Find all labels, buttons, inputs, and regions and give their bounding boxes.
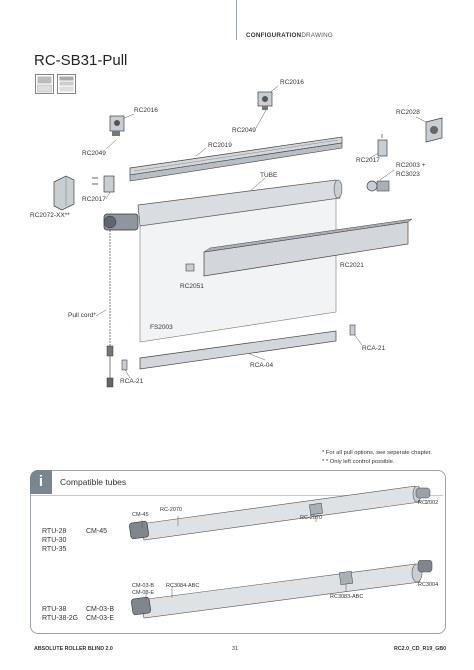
rc2017-left-bracket (92, 175, 115, 193)
label-rc2017-left: RC2017 (82, 196, 106, 203)
tube-item: RTU-28 (42, 528, 67, 535)
motor-item: CM-03-B (86, 606, 115, 613)
rca21-left-cap (121, 359, 128, 371)
label-rc2017-right: RC2017 (356, 157, 380, 164)
label-rc2003: RC2003 + (396, 162, 426, 169)
info-icon: i (30, 470, 52, 494)
tube-item: RTU-38 (42, 606, 67, 613)
tube-item: RTU-30 (42, 537, 67, 544)
rc2017-right-bracket (377, 134, 388, 157)
rc2051-clip (185, 263, 195, 272)
compatible-tubes-title: Compatible tubes (60, 477, 127, 487)
rc2016-top-bracket (257, 91, 273, 110)
label-rc2021: RC2021 (340, 262, 364, 269)
tube-motor-2: CM-03-B CM-03-E (86, 605, 114, 623)
label-cm03b: CM-03-B (132, 583, 155, 589)
page-title: RC-SB31-Pull (34, 52, 128, 69)
label-cm45: CM-45 (132, 512, 149, 518)
double-blind-icon (57, 74, 76, 94)
label-rc3004: RC3004 (418, 582, 439, 588)
label-rca21-left: RCA-21 (120, 378, 144, 385)
footer-doc-code: RC2.0_CD_R19_GB0 (394, 646, 447, 652)
single-blind-icon (35, 74, 54, 94)
label-rc2049-top: RC2049 (232, 127, 256, 134)
compatible-tubes-header (31, 471, 443, 496)
label-rc2072: RC2072-XX** (30, 212, 70, 219)
rc2003-idler-plug (366, 180, 390, 192)
note-pull-options: * For all pull options, see seperate cha… (322, 450, 432, 456)
rc2002-cap (415, 487, 431, 499)
label-rc2028: RC2028 (396, 109, 420, 116)
label-rc3023: RC3023 (396, 171, 420, 178)
label-rc2051: RC2051 (180, 283, 204, 290)
section-header: CONFIGURATIONDRAWING (246, 32, 333, 39)
tube-list-1: RTU-28 RTU-30 RTU-35 (42, 527, 66, 554)
rca04-bottom-bar (139, 330, 337, 370)
tube-drawing-1 (129, 486, 431, 541)
blind-type-icons (35, 74, 76, 94)
rc2019-headrail (129, 136, 343, 182)
label-cm03e: CM-03-E (132, 590, 155, 596)
label-pull-cord: Pull cord* (68, 312, 96, 319)
label-rc2016-top: RC2016 (280, 79, 304, 86)
pull-cord (106, 230, 114, 388)
subsection-name: DRAWING (301, 32, 333, 39)
label-rc2002: RC2002 (418, 500, 439, 506)
compatible-tubes-panel (30, 470, 446, 634)
label-rc2049-left: RC2049 (82, 150, 106, 157)
rc2072-end-cover (53, 175, 75, 211)
tube-item: RTU-35 (42, 546, 67, 553)
tube-motor-1: CM-45 (86, 528, 108, 535)
header-divider (236, 0, 237, 40)
label-rc2070-mid: RC-2070 (300, 515, 323, 521)
label-rc3083: RC3083-ABC (330, 594, 364, 600)
label-rca04: RCA-04 (250, 362, 274, 369)
label-rc2070-top: RC-2070 (160, 507, 183, 513)
footer-product: ABSOLUTE ROLLER BLIND 2.0 (34, 646, 113, 652)
label-rc3084: RC3084-ABC (166, 583, 200, 589)
label-rca21-right: RCA-21 (362, 345, 386, 352)
tube-list-2: RTU-38 RTU-38-2G (42, 605, 78, 623)
rc2016-left-bracket (109, 115, 125, 136)
section-name: CONFIGURATION (246, 32, 302, 39)
label-rc2016-left: RC2016 (134, 107, 158, 114)
tube-drawing-2 (131, 560, 433, 619)
rc2028-end-cap (425, 117, 443, 143)
rc3004-cap (417, 560, 433, 573)
note-left-control: * * Only left control possible. (322, 459, 395, 465)
tube-item: RTU-38-2G (42, 615, 79, 622)
label-fs2003: FS2003 (150, 324, 173, 331)
exploded-drawing (53, 85, 443, 388)
label-rc2019: RC2019 (208, 142, 232, 149)
motor-item: CM-03-E (86, 615, 115, 622)
footer-page-number: 31 (232, 646, 238, 652)
rca21-right-cap (349, 324, 356, 336)
label-tube: TUBE (260, 172, 278, 179)
rc2021-cover-profile (203, 218, 413, 277)
